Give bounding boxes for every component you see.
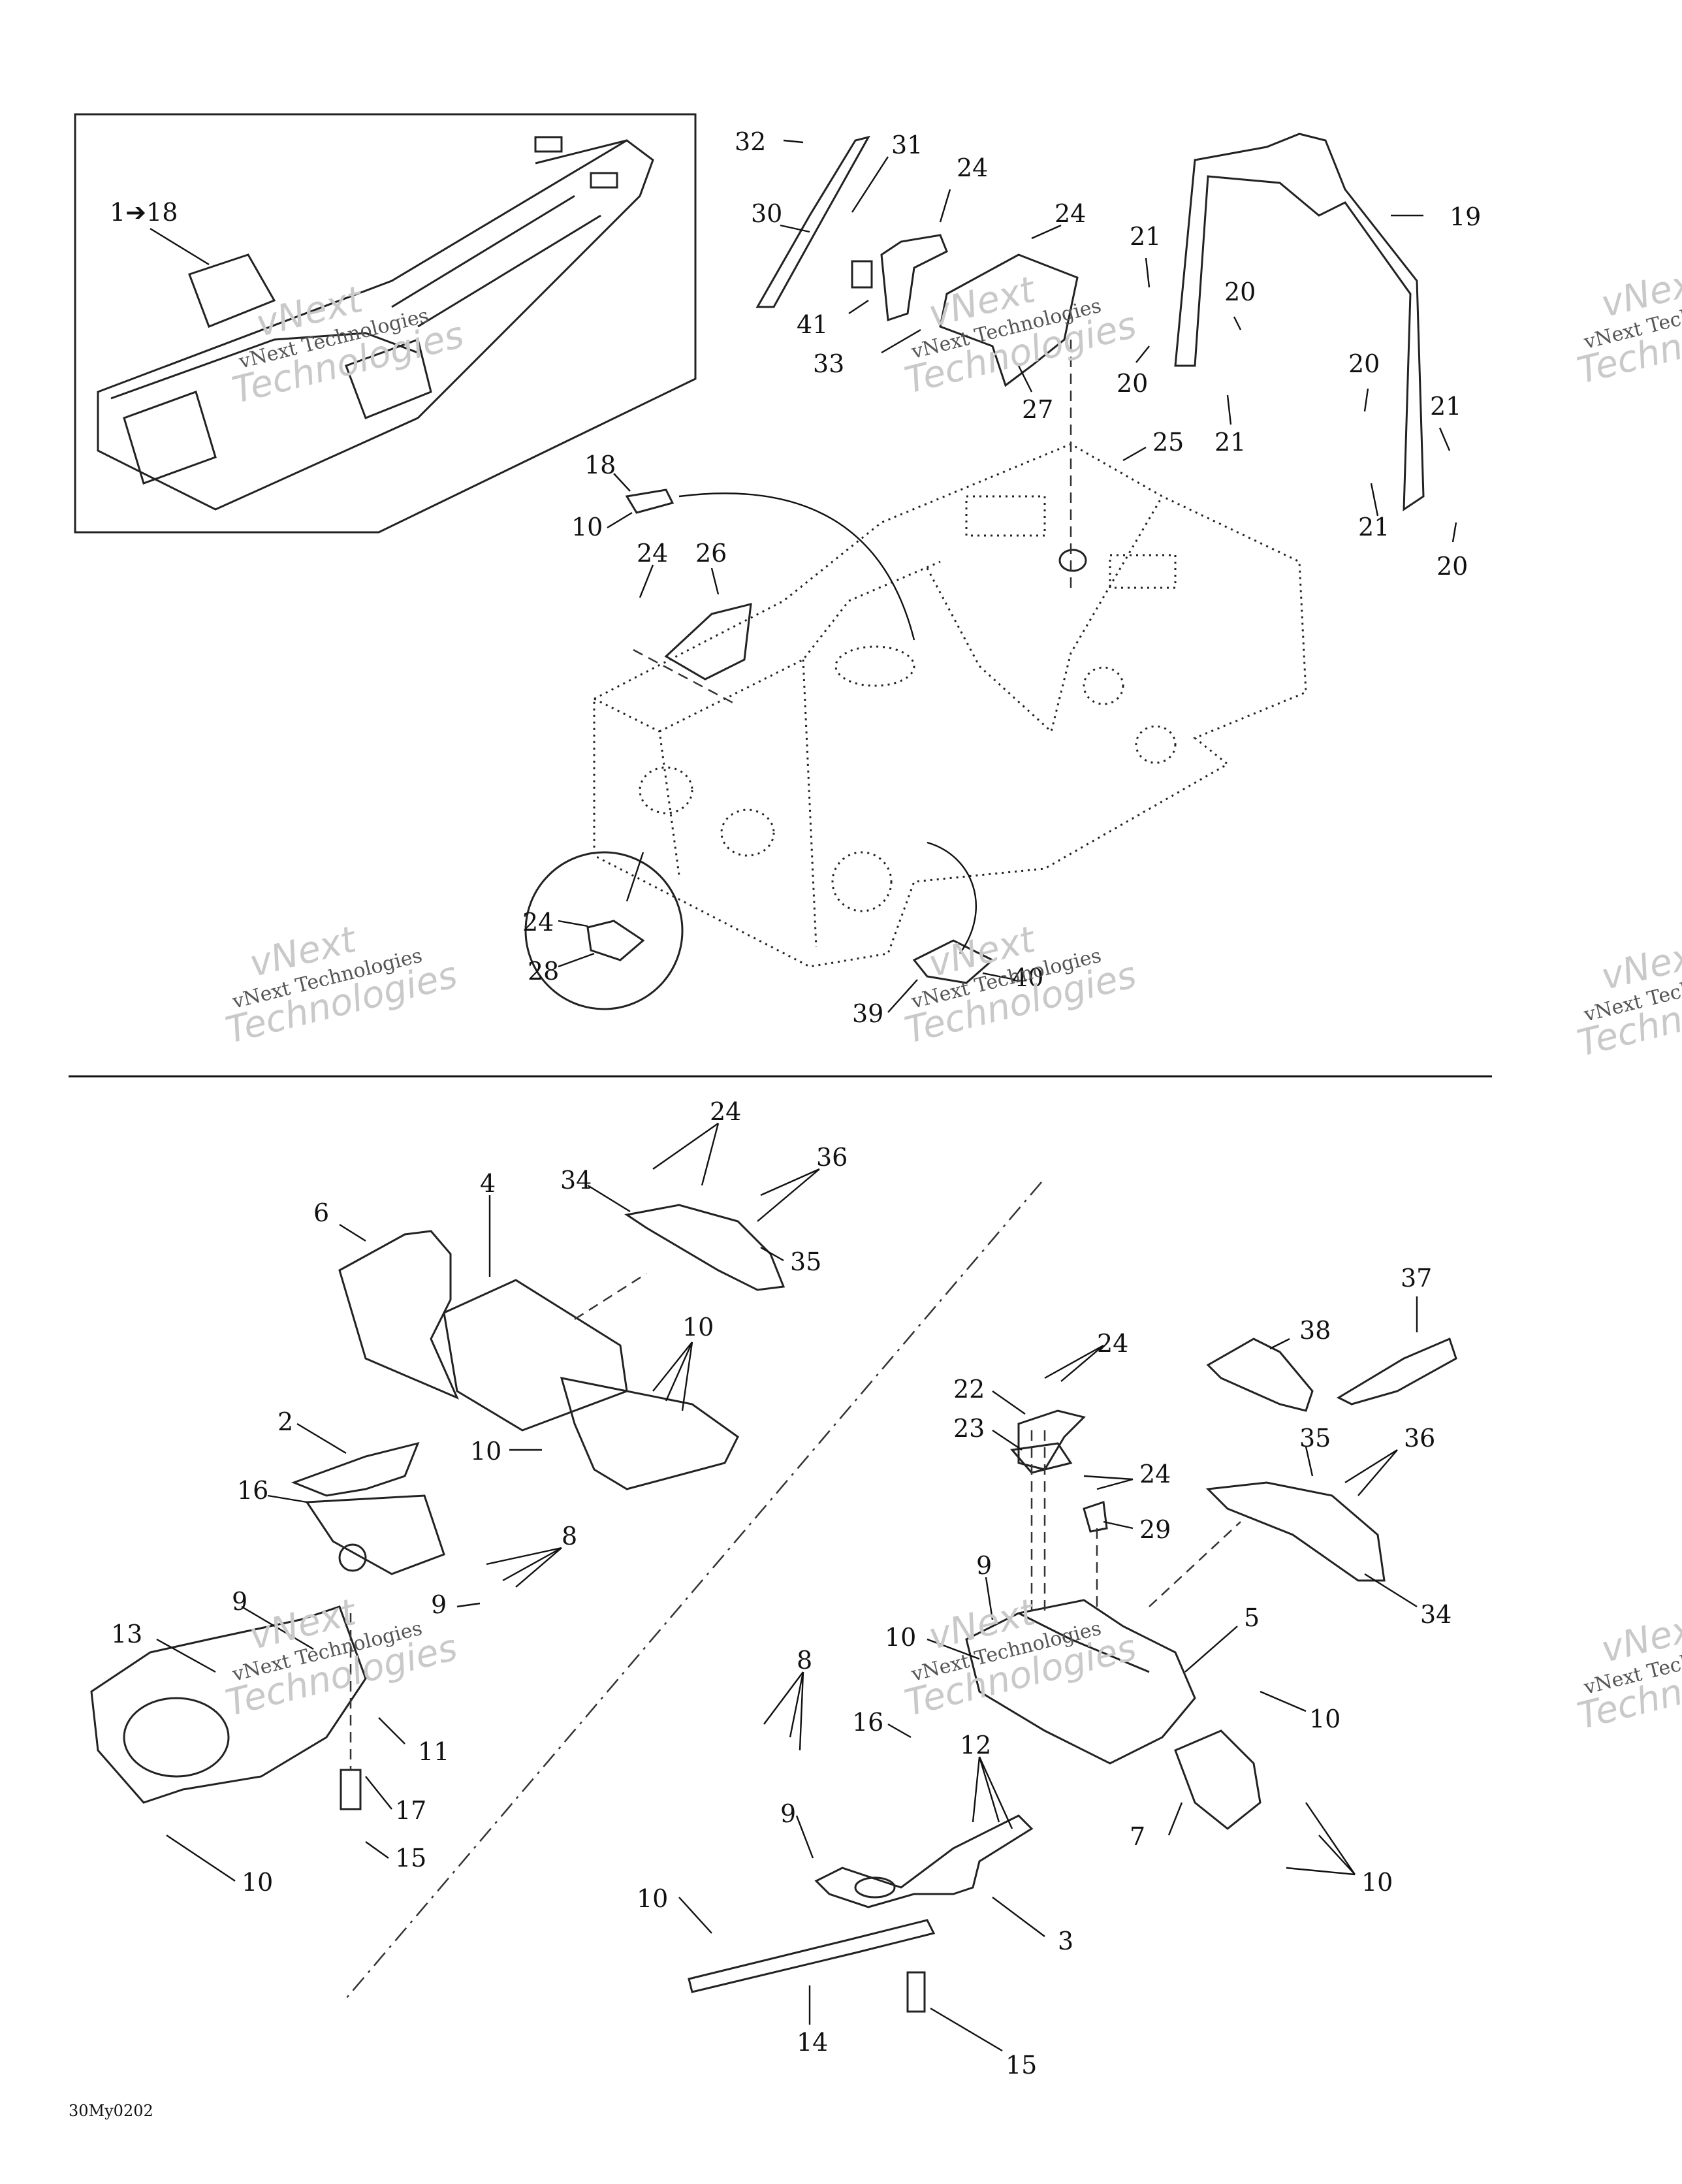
- watermark-4: vNext vNext Technologies Technologies: [900, 918, 1140, 1052]
- callout-16: 16: [237, 1476, 268, 1505]
- callout-26: 26: [695, 539, 727, 568]
- callout-24: 24: [1097, 1329, 1128, 1358]
- callout-6: 6: [313, 1198, 329, 1227]
- callout-24: 24: [637, 539, 668, 568]
- callout-25: 25: [1152, 428, 1184, 457]
- callout-9: 9: [232, 1587, 247, 1616]
- callout-7: 7: [1130, 1822, 1145, 1851]
- callout-21: 21: [1358, 513, 1389, 541]
- callout-23: 23: [953, 1414, 985, 1443]
- callout-24: 24: [710, 1097, 741, 1126]
- callout-34: 34: [560, 1166, 592, 1195]
- callout-27: 27: [1022, 395, 1053, 424]
- callout-10: 10: [1309, 1705, 1341, 1733]
- callout-30: 30: [751, 199, 782, 228]
- callout-36: 36: [816, 1143, 848, 1172]
- watermark-6: vNext vNext Technologies Technologies: [900, 1591, 1140, 1725]
- callout-5: 5: [1244, 1603, 1260, 1632]
- callout-13: 13: [111, 1620, 142, 1648]
- bottom-right-leaders: [678, 1296, 1418, 2052]
- callout-21: 21: [1130, 222, 1161, 251]
- callout-9: 9: [780, 1799, 796, 1828]
- callout-12: 12: [960, 1731, 991, 1759]
- callout-38: 38: [1299, 1316, 1331, 1345]
- callout-24: 24: [1055, 199, 1086, 228]
- callout-10: 10: [1361, 1868, 1393, 1897]
- callout-37: 37: [1401, 1264, 1432, 1293]
- diagonal-divider: [345, 1181, 1042, 1999]
- callout-10: 10: [242, 1868, 273, 1897]
- top-leaders: [558, 139, 1457, 1013]
- callout-9: 9: [431, 1590, 447, 1619]
- callout-2: 2: [278, 1407, 293, 1436]
- callout-21: 21: [1214, 428, 1246, 457]
- figure-reference: 30My0202: [69, 2102, 153, 2120]
- callout-20: 20: [1348, 349, 1380, 378]
- callout-14: 14: [797, 2028, 828, 2057]
- bottom-left-leaders: [156, 1123, 820, 1882]
- bottom-left-assembly: [90, 1204, 785, 1810]
- inset-range-label: 1➔18: [110, 198, 178, 227]
- callout-18: 18: [584, 451, 616, 479]
- callout-4: 4: [480, 1169, 496, 1198]
- callout-35: 35: [1299, 1424, 1331, 1453]
- callout-16: 16: [852, 1708, 883, 1737]
- callout-8: 8: [562, 1522, 577, 1550]
- callout-11: 11: [418, 1737, 449, 1766]
- watermark-7: vNext vNext Technologies Technologies: [1573, 259, 1682, 393]
- callout-22: 22: [953, 1375, 985, 1404]
- callout-32: 32: [735, 127, 766, 156]
- callout-17: 17: [395, 1796, 426, 1825]
- callout-9: 9: [976, 1551, 992, 1580]
- callout-24: 24: [1139, 1460, 1171, 1488]
- callout-10: 10: [682, 1313, 714, 1341]
- callout-8: 8: [797, 1646, 812, 1675]
- watermark-5: vNext vNext Technologies Technologies: [221, 1591, 461, 1725]
- callout-10: 10: [885, 1623, 916, 1652]
- callout-10: 10: [470, 1437, 501, 1466]
- callout-20: 20: [1224, 278, 1256, 306]
- bottom-right-assembly: [688, 1337, 1457, 2013]
- callout-39: 39: [852, 999, 883, 1028]
- callout-15: 15: [1006, 2051, 1037, 2080]
- callout-33: 33: [813, 349, 844, 378]
- callout-15: 15: [395, 1844, 426, 1872]
- callout-31: 31: [891, 131, 923, 159]
- callout-3: 3: [1058, 1927, 1073, 1955]
- callout-24: 24: [522, 908, 554, 937]
- callout-29: 29: [1139, 1515, 1171, 1544]
- inset-overview: 1➔18: [74, 113, 697, 534]
- callout-24: 24: [957, 153, 988, 182]
- top-hardware: [524, 133, 1425, 1010]
- main-frame-top: [593, 443, 1307, 968]
- callout-21: 21: [1430, 392, 1461, 421]
- callout-35: 35: [790, 1247, 821, 1276]
- watermark-8: vNext vNext Technologies Technologies: [1573, 931, 1682, 1065]
- callout-20: 20: [1117, 369, 1148, 398]
- callout-20: 20: [1436, 552, 1468, 581]
- callout-40: 40: [1012, 963, 1043, 992]
- bottom-right-callouts: 37 38 24 22 23 35 36 24 29 34 9 10 5 10 …: [637, 1264, 1452, 2080]
- callout-19: 19: [1450, 202, 1481, 231]
- callout-10: 10: [637, 1884, 668, 1913]
- callout-41: 41: [797, 310, 828, 339]
- watermark-3: vNext vNext Technologies Technologies: [221, 918, 461, 1052]
- top-callouts: 32 31 30 24 24 41 33 27 19 21 20 20 21 2…: [522, 127, 1481, 1028]
- callout-36: 36: [1404, 1424, 1435, 1453]
- callout-28: 28: [528, 957, 559, 986]
- callout-34: 34: [1420, 1600, 1452, 1629]
- watermark-9: vNext vNext Technologies Technologies: [1573, 1604, 1682, 1738]
- callout-10: 10: [571, 513, 603, 541]
- bottom-left-callouts: 24 36 34 4 35 6 10 2 10 16 8 9 9 13 11 1…: [111, 1097, 848, 1897]
